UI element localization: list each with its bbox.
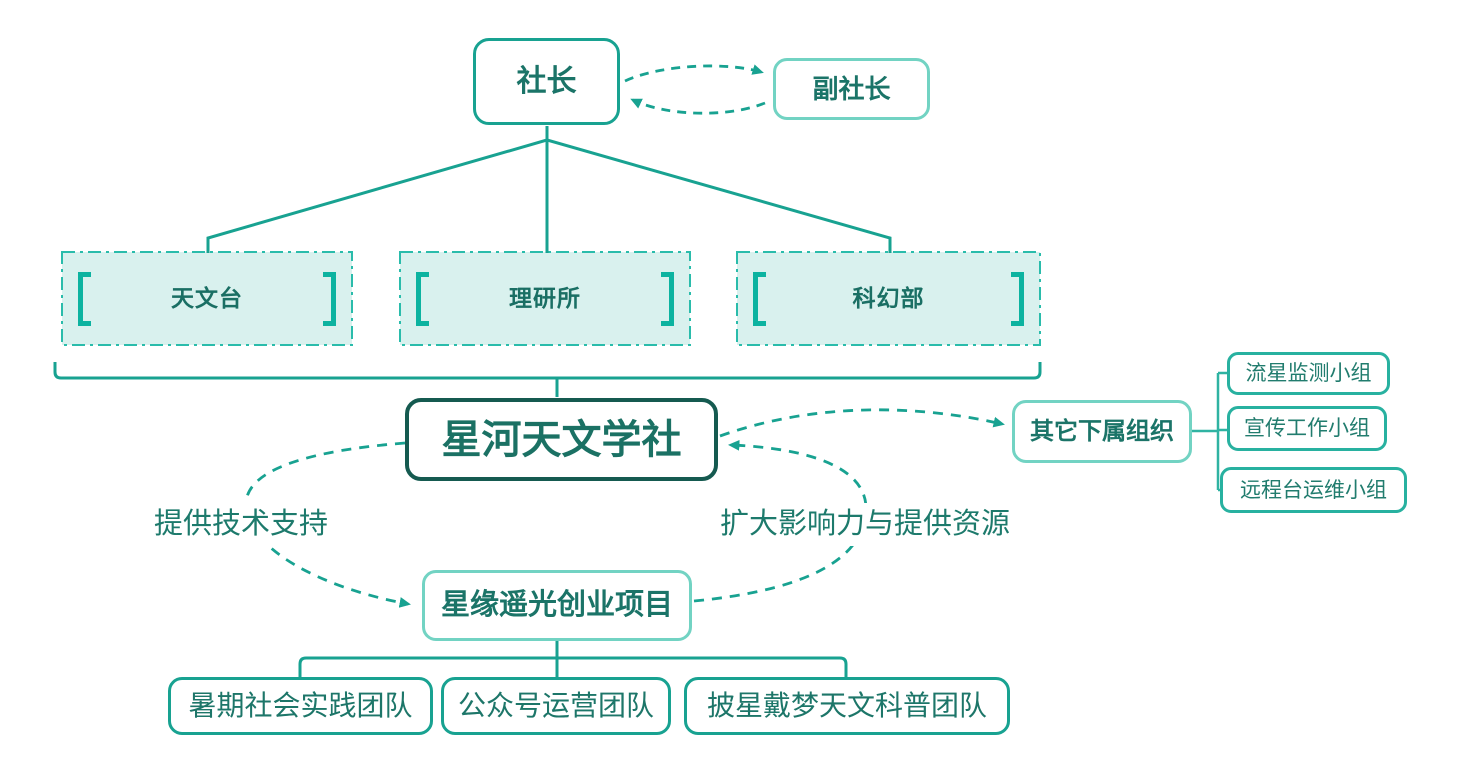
project-teams-tree [298, 641, 848, 677]
dept-box-frame-observatory [61, 251, 353, 346]
edge-label-influence: 扩大影响力与提供资源 [712, 503, 1019, 546]
edge-society-to-other-orgs [719, 408, 1005, 438]
right-bracket-icon [661, 271, 674, 326]
node-team-wechat-ops: 公众号运营团队 [441, 677, 671, 735]
left-bracket-icon [753, 271, 766, 326]
dept-label: 天文台 [171, 285, 243, 311]
other-orgs-tree [1192, 371, 1228, 492]
node-subgroup-remote-station-ops: 远程台运维小组 [1220, 467, 1407, 513]
edge-president-to-dept-right [545, 126, 892, 253]
node-team-astronomy-outreach: 披星戴梦天文科普团队 [684, 677, 1010, 735]
dept-box-frame-scifi [736, 251, 1041, 346]
edge-vp-to-president [630, 98, 766, 115]
node-startup-project: 星缘遥光创业项目 [422, 570, 692, 641]
node-president: 社长 [473, 38, 620, 125]
depts-bracket-connector [53, 362, 1042, 380]
dept-label: 理研所 [509, 285, 581, 311]
dept-label: 科幻部 [852, 285, 925, 311]
node-society: 星河天文学社 [405, 398, 718, 481]
node-vice-president: 副社长 [773, 58, 930, 120]
node-other-orgs: 其它下属组织 [1012, 400, 1192, 463]
node-subgroup-meteor-monitoring: 流星监测小组 [1227, 352, 1390, 395]
edge-label-tech-support: 提供技术支持 [146, 503, 337, 546]
node-subgroup-publicity: 宣传工作小组 [1227, 406, 1387, 451]
node-dept-scifi: 科幻部 [737, 252, 1040, 345]
left-bracket-icon [416, 271, 429, 326]
dept-box-frame-research [399, 251, 691, 346]
right-bracket-icon [323, 271, 336, 326]
node-team-summer-practice: 暑期社会实践团队 [168, 677, 433, 735]
edge-project-to-society [693, 439, 868, 603]
edge-president-to-vp [624, 64, 764, 83]
node-dept-observatory: 天文台 [62, 252, 352, 345]
right-bracket-icon [1011, 271, 1024, 326]
edge-president-to-dept-left [206, 126, 549, 253]
left-bracket-icon [78, 271, 91, 326]
node-dept-research-institute: 理研所 [400, 252, 690, 345]
